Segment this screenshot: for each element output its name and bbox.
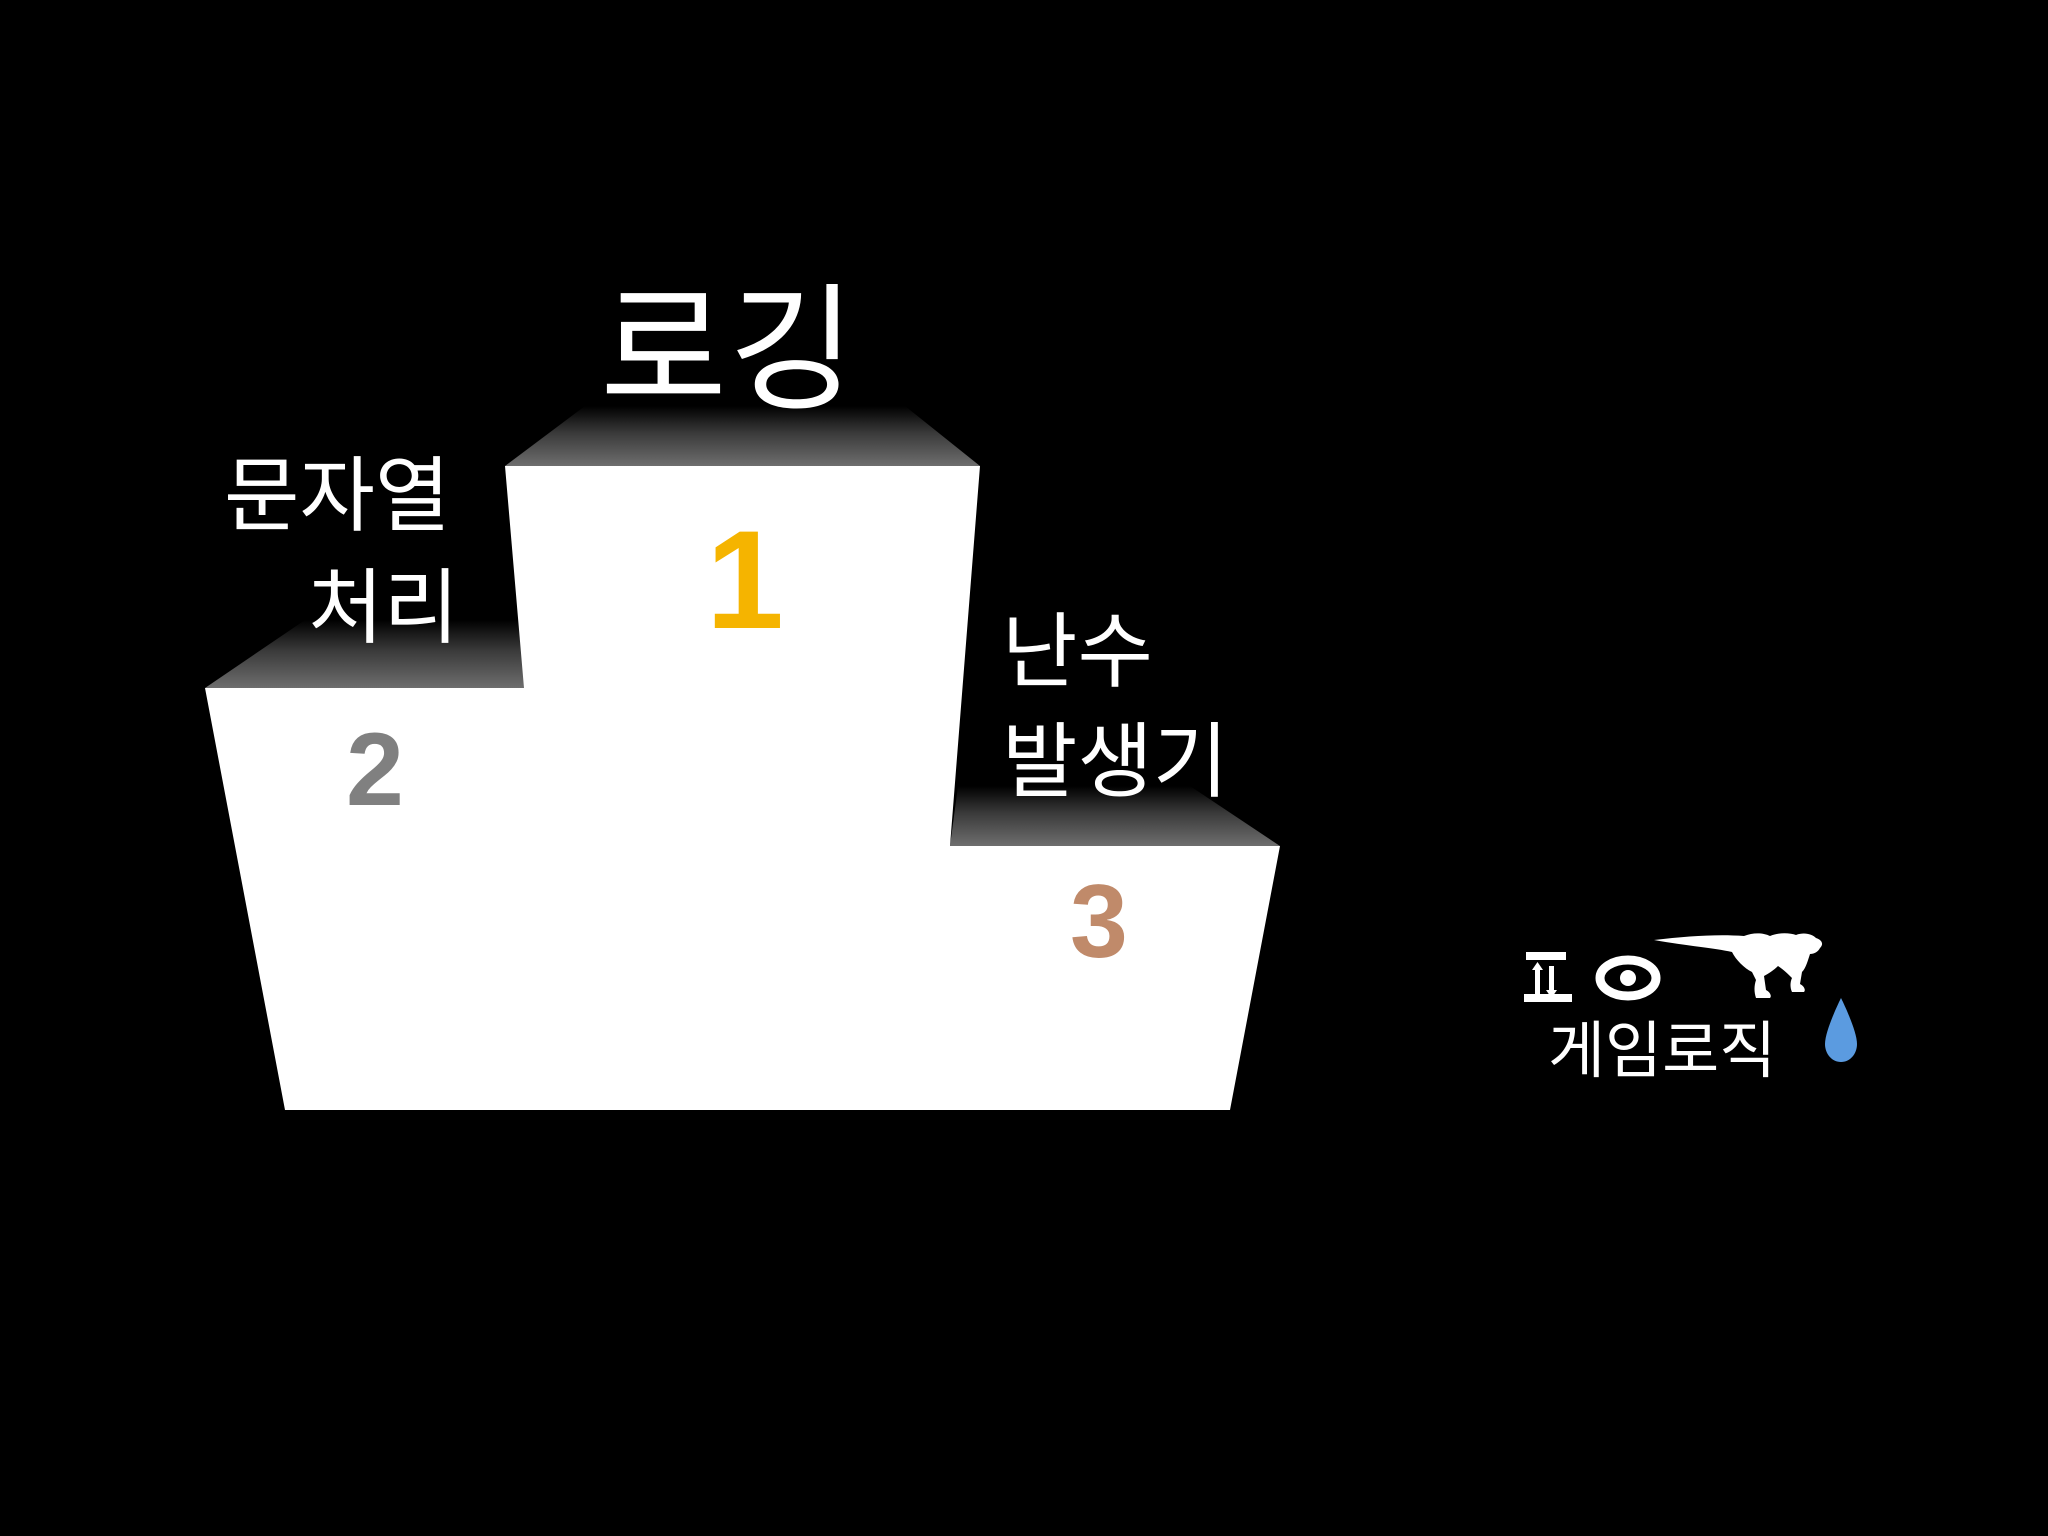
- rank-number-first: 1: [706, 501, 784, 658]
- second-place-label-line1: 문자열: [224, 449, 451, 544]
- first-place-label: 로깅: [600, 270, 858, 431]
- third-place-top-face: [950, 786, 1280, 846]
- water-drop-icon: [1825, 998, 1857, 1062]
- third-place-label-line2: 발생기: [1002, 715, 1229, 810]
- third-place-label-line1: 난수: [1002, 605, 1153, 700]
- eye-and-dinosaur-icon: [1524, 933, 1823, 1002]
- second-place-top-face: [205, 620, 525, 688]
- first-place-top-face: [505, 406, 980, 466]
- logo-text: 게임로직: [1548, 1014, 1777, 1087]
- rank-number-second: 2: [346, 712, 404, 828]
- second-place-label-line2: 처리: [308, 561, 459, 656]
- rank-number-third: 3: [1070, 864, 1128, 980]
- brand-logo: 게임로직: [1518, 926, 1858, 1096]
- podium-front: [205, 466, 1280, 1110]
